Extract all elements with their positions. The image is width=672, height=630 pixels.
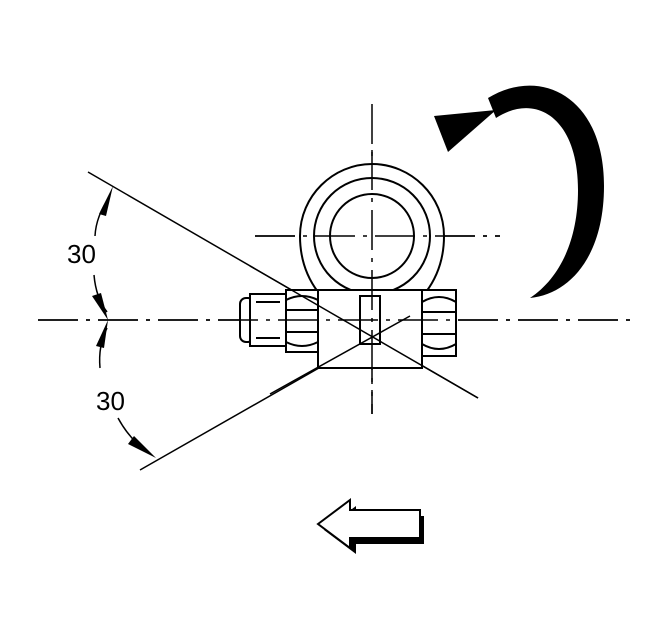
- arrowhead-icon: [92, 293, 108, 320]
- right-nut: [421, 289, 457, 357]
- upper-angle-label: 30: [67, 239, 96, 269]
- lower-angle-label: 30: [96, 386, 125, 416]
- left-nut: [285, 289, 319, 353]
- arrowhead-icon: [128, 436, 156, 458]
- upper-angle-arrowheads: [92, 186, 113, 320]
- lower-angle-arrowheads: [96, 320, 156, 458]
- arrowhead-icon: [99, 186, 113, 216]
- left-arrow-icon: [316, 498, 424, 554]
- curved-arrow-icon: [434, 85, 604, 299]
- center-lines-overlay: [38, 150, 636, 414]
- arrowhead-icon: [96, 320, 108, 348]
- angle-lines-overlay: [249, 265, 479, 399]
